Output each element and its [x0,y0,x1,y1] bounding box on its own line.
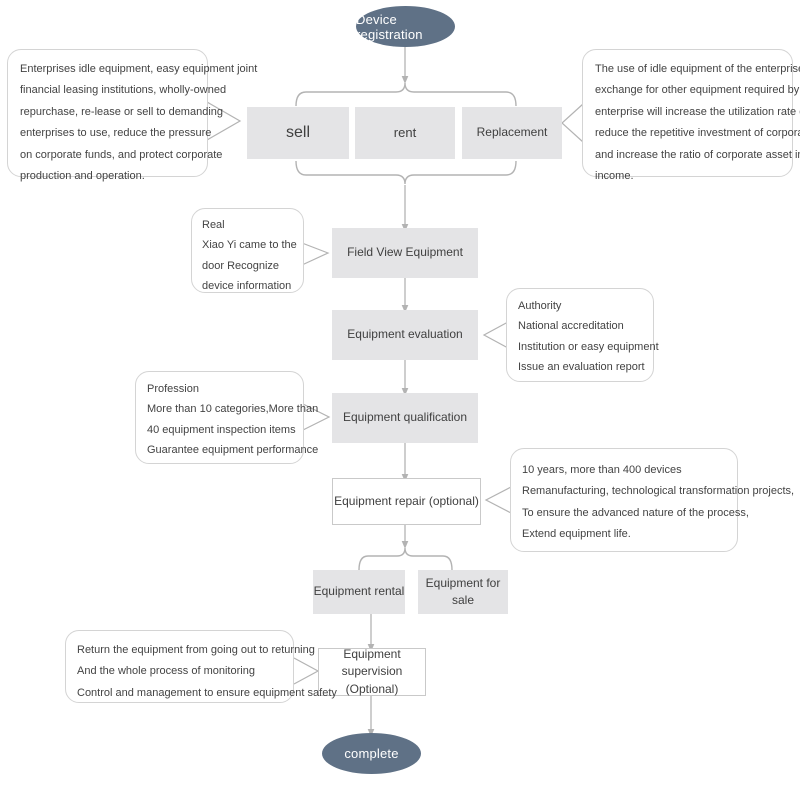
node-sell[interactable]: sell [247,107,349,159]
callout-line: Issue an evaluation report [518,361,645,374]
node-equipment-supervision[interactable]: Equipment supervision (Optional) [318,646,426,696]
callout-line: repurchase, re-lease or sell to demandin… [20,105,224,118]
node-start-label: Device registration [356,11,423,42]
callout-line: Extend equipment life. [522,528,631,541]
node-equipment-supervision-label: Equipment supervision [341,646,403,679]
callout-heading: Real [202,219,225,231]
node-start[interactable]: Device registration [356,6,455,47]
callout-line: device information [202,280,292,293]
node-equipment-evaluation-label: Equipment evaluation [347,327,463,342]
callout-line: Return the equipment from going out to r… [77,644,315,656]
callout-replacement-note: The use of idle equipment of the enterpr… [582,49,800,182]
callout-line: enterprises to use, reduce the pressure [20,127,212,140]
node-equipment-qualification[interactable]: Equipment qualification [332,393,478,443]
callout-line: Enterprises idle equipment, easy equipme… [20,63,258,75]
node-equipment-repair[interactable]: Equipment repair (optional) [332,478,481,525]
callout-sell-note: Enterprises idle equipment, easy equipme… [7,49,258,182]
node-replacement-label: Replacement [476,125,548,140]
callout-line: More than 10 categories,More than [147,403,319,416]
callout-line: income. [595,170,634,183]
callout-line: and increase the ratio of corporate asse… [595,148,800,161]
callout-line: Xiao Yi came to the [202,239,297,252]
node-rent[interactable]: rent [355,107,455,159]
callout-line: Institution or easy equipment [518,340,659,353]
callout-line: financial leasing institutions, wholly-o… [20,84,227,97]
node-equipment-for-sale[interactable]: Equipment for sale [418,570,508,614]
node-equipment-repair-label: Equipment repair (optional) [334,493,479,508]
callout-real-note: Real Xiao Yi came to the door Recognize … [191,208,304,293]
node-rent-label: rent [393,124,417,140]
node-equipment-for-sale-label: Equipment for sale [425,575,501,607]
callout-line: The use of idle equipment of the enterpr… [595,63,800,75]
callout-profession-note: Profession More than 10 categories,More … [135,371,319,464]
node-sell-label: sell [285,124,310,142]
node-equipment-evaluation[interactable]: Equipment evaluation [332,310,478,360]
callout-line: Control and management to ensure equipme… [77,686,337,699]
callout-line: National accreditation [518,320,624,333]
node-replacement[interactable]: Replacement [462,107,562,159]
callout-repair-note: 10 years, more than 400 devices Remanufa… [510,448,795,552]
callout-line: reduce the repetitive investment of corp… [595,127,800,140]
callout-line: Guarantee equipment performance [147,444,319,457]
callout-line: To ensure the advanced nature of the pro… [522,506,749,519]
node-equipment-qualification-label: Equipment qualification [342,410,468,425]
callout-line: Remanufacturing, technological transform… [522,485,795,498]
callout-line: on corporate funds, and protect corporat… [20,148,223,161]
node-equipment-rental[interactable]: Equipment rental [313,570,405,614]
callout-line: production and operation. [20,170,145,183]
callout-line: 40 equipment inspection items [147,423,296,436]
callout-supervision-note: Return the equipment from going out to r… [65,630,337,703]
callout-authority-note: Authority National accreditation Institu… [506,288,659,382]
callout-heading: Authority [518,300,562,312]
callout-heading: Profession [147,383,199,395]
node-complete[interactable]: complete [322,733,421,774]
callout-line: 10 years, more than 400 devices [522,464,682,476]
node-equipment-supervision-sublabel: (Optional) [345,681,399,696]
callout-line: And the whole process of monitoring [77,665,255,678]
node-equipment-rental-label: Equipment rental [313,584,405,599]
callout-line: enterprise will increase the utilization… [595,105,800,118]
callout-line: door Recognize [202,259,280,272]
callout-line: exchange for other equipment required by… [595,84,800,97]
node-field-view-equipment-label: Field View Equipment [347,245,463,260]
node-complete-label: complete [344,746,399,761]
node-field-view-equipment[interactable]: Field View Equipment [332,228,478,278]
